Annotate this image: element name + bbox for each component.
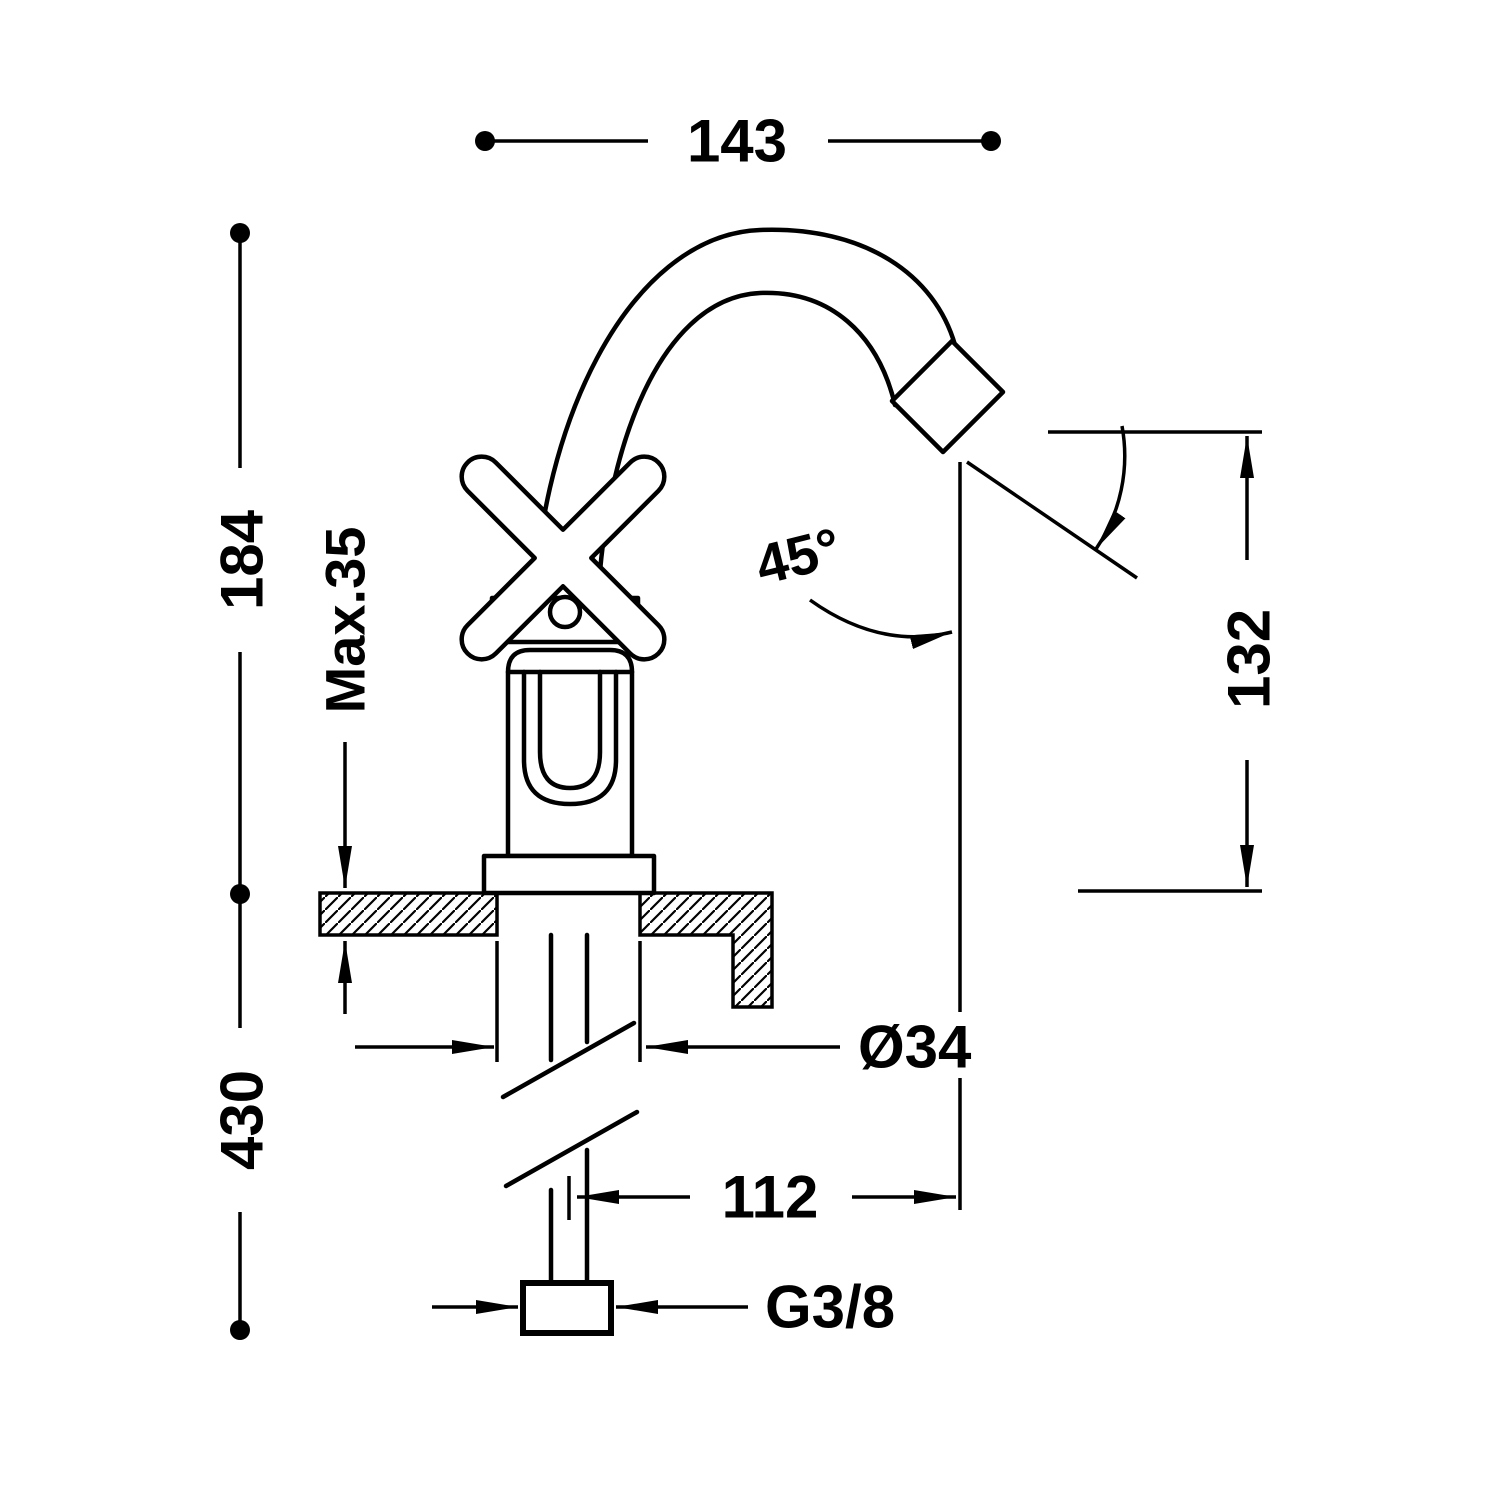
extension-lines	[495, 462, 962, 1210]
dim-hole-diameter: Ø34	[355, 1014, 972, 1081]
body-inner-tube-outer	[521, 669, 619, 807]
inlet-nut	[520, 1280, 614, 1336]
dim-outlet-height: 132	[1048, 430, 1283, 893]
cross-handle	[459, 454, 667, 662]
handle-screw-cover	[547, 594, 583, 630]
counter-right-slab	[638, 891, 774, 1009]
spout-nozzle	[889, 338, 1006, 455]
dim-spout-reach: 143	[475, 108, 1001, 175]
dim-dot	[230, 1320, 250, 1340]
dim-label-spout-reach: 143	[687, 108, 787, 175]
angle-reference-line	[966, 460, 1138, 580]
thread-annotation: G3/8	[432, 1274, 895, 1341]
dim-spout-offset: 112	[567, 1164, 956, 1231]
supply-rod	[500, 932, 640, 1336]
dim-label-length-below-deck: 430	[209, 1070, 276, 1170]
angle-arc	[1094, 425, 1127, 550]
faucet	[459, 227, 1006, 896]
dim-length-below-deck: 430	[209, 894, 276, 1340]
countertop-section	[318, 891, 774, 1009]
dim-label-outlet-angle: 45°	[749, 515, 846, 597]
break-line	[503, 1109, 640, 1189]
dim-label-height-above-deck: 184	[209, 509, 276, 610]
dim-max-deck-thickness: Max.35	[314, 527, 377, 1014]
faucet-body	[505, 647, 635, 859]
counter-left-slab	[318, 891, 499, 937]
break-line	[500, 1020, 637, 1100]
dim-label-outlet-height: 132	[1216, 609, 1283, 709]
angle-leader	[808, 598, 953, 649]
dim-label-max-thickness: Max.35	[314, 527, 377, 714]
base-flange	[481, 853, 657, 896]
dim-label-spout-offset: 112	[722, 1164, 819, 1231]
dim-label-hole-diameter: Ø34	[858, 1014, 972, 1081]
angle-annotation: 45°	[749, 425, 1138, 649]
dim-height-above-deck: 184	[209, 223, 276, 904]
body-inner-tube-inner	[537, 669, 603, 791]
dim-label-inlet-thread: G3/8	[765, 1274, 895, 1341]
